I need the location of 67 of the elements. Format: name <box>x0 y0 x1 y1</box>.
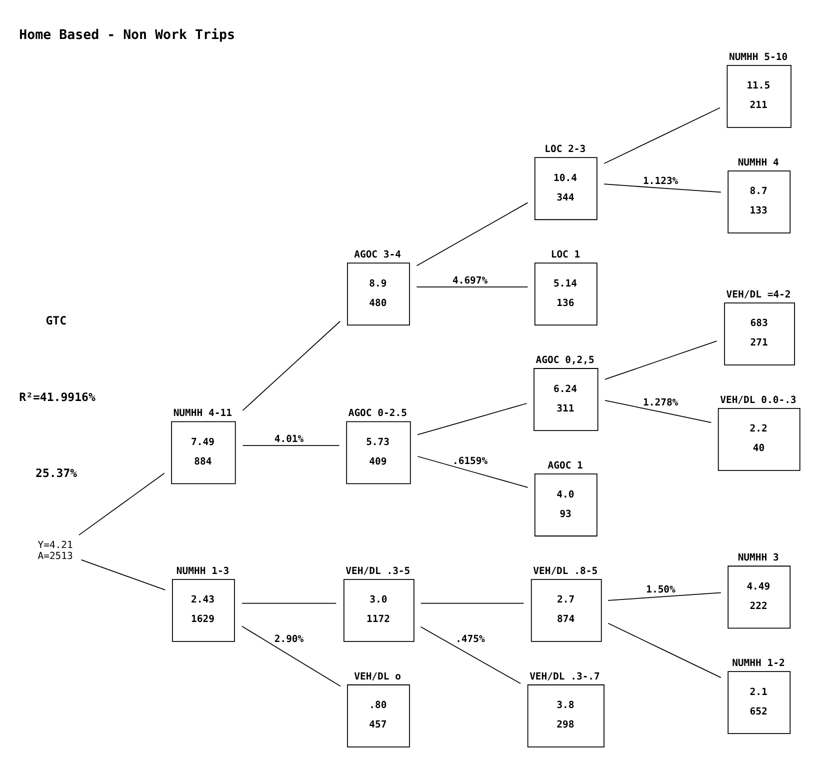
connector <box>242 602 337 604</box>
connector <box>416 202 528 266</box>
label: 25.37% <box>36 465 78 480</box>
node-label: NUMHH 3 <box>738 552 779 564</box>
connector <box>242 444 340 446</box>
connector <box>242 625 341 686</box>
node-label: AGOC 1 <box>548 460 583 471</box>
connector <box>242 320 341 410</box>
node-box: 7.49 884 <box>171 420 236 484</box>
node-box: 4.49 222 <box>728 565 791 628</box>
node-box: 4.0 93 <box>534 473 598 536</box>
node-label: NUMHH 1-3 <box>176 565 230 576</box>
node-box: 8.9 480 <box>347 262 410 326</box>
node-label: AGOC 0,2,5 <box>536 354 594 366</box>
connector <box>604 183 722 192</box>
node-box: 10.4 344 <box>534 156 598 220</box>
node-box: .80 457 <box>347 684 410 747</box>
node-label: LOC 1 <box>550 249 580 260</box>
node-label: VEH/DL .8-5 <box>533 565 598 576</box>
node-text: Y=4.21 A=2513 <box>38 540 73 562</box>
node-label: VEH/DL .3-.7 <box>530 670 600 682</box>
connector <box>608 592 722 600</box>
node-label: VEH/DL .3-5 <box>346 565 410 576</box>
node-label: NUMHH 4-11 <box>173 408 232 419</box>
node-box: 5.14 136 <box>534 262 598 326</box>
node-label: VEH/DL =4-2 <box>726 288 791 300</box>
connector <box>416 286 528 287</box>
node-label: NUMHH 5-10 <box>728 51 788 62</box>
connector <box>420 626 521 684</box>
node-box: 2.2 40 <box>718 407 800 470</box>
connector <box>80 558 166 590</box>
label: R²=41.9916% <box>19 389 96 404</box>
edge-label: 4.01% <box>274 433 304 444</box>
node-label: NUMHH 4 <box>738 156 779 168</box>
node-label: LOC 2-3 <box>544 144 586 155</box>
connector <box>420 602 524 604</box>
connector <box>604 340 718 380</box>
edge-label: 1.50% <box>646 584 676 596</box>
edge-label: 4.697% <box>452 274 488 286</box>
node-box: 3.0 1172 <box>343 578 414 642</box>
edge-label: 1.278% <box>643 397 678 408</box>
connector <box>417 402 528 435</box>
node-box: 683 271 <box>724 302 795 365</box>
diagram-title: Home Based - Non Work Trips <box>19 27 236 42</box>
node-box: 2.7 874 <box>530 578 602 642</box>
edge-label: 2.90% <box>274 634 304 645</box>
node-label: NUMHH 1-2 <box>732 658 785 669</box>
node-box: 2.1 652 <box>728 670 791 734</box>
connector <box>417 455 528 488</box>
connector <box>78 472 165 535</box>
connector <box>604 106 720 164</box>
node-label: VEH/DL o <box>354 670 402 682</box>
node-box: 5.73 409 <box>346 420 411 484</box>
node-box: 2.43 1629 <box>172 578 235 642</box>
edge-label: .475% <box>456 634 485 645</box>
node-box: 6.24 311 <box>534 368 598 430</box>
node-box: 11.5 211 <box>726 64 792 128</box>
edge-label: 1.123% <box>643 175 678 186</box>
connector <box>608 622 722 678</box>
edge-label: .6159% <box>452 456 488 467</box>
node-label: VEH/DL 0.0-.3 <box>720 394 796 406</box>
node-box: 8.7 133 <box>728 170 791 233</box>
node-box: 3.8 298 <box>527 684 604 747</box>
node-label: AGOC 3-4 <box>354 249 402 260</box>
node-label: AGOC 0-2.5 <box>348 408 407 419</box>
connector <box>604 399 712 422</box>
label: GTC <box>46 313 67 328</box>
